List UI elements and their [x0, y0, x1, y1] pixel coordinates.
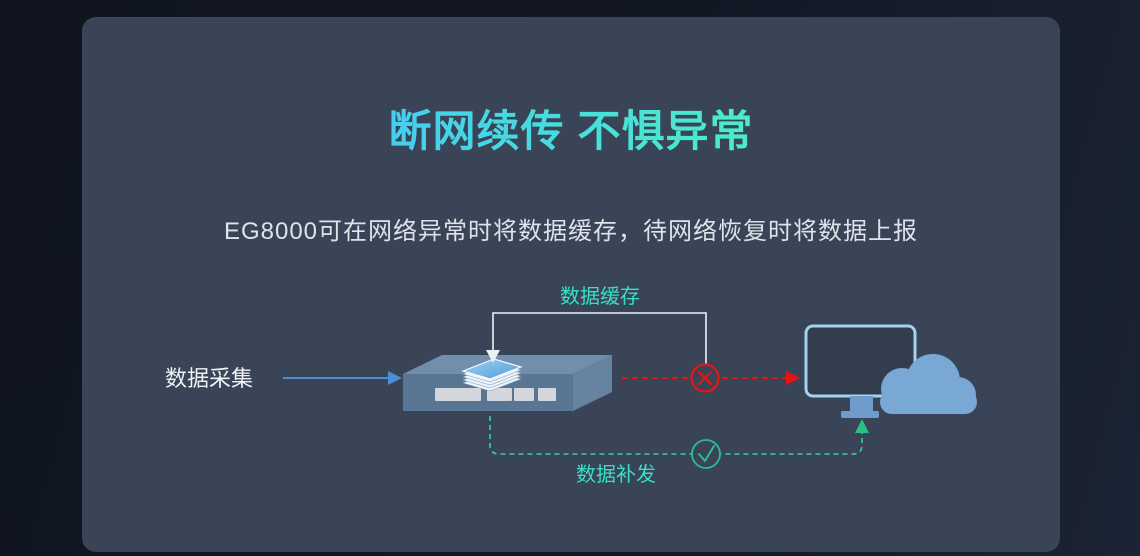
paper-stack-icon: [461, 358, 523, 392]
up-arrow-icon: [855, 419, 869, 433]
data-resend-label: 数据补发: [576, 463, 656, 486]
x-circle-icon: [690, 363, 720, 393]
cache-loop-line: [492, 312, 707, 364]
cloud-icon: [880, 354, 977, 414]
content-panel: [82, 17, 1060, 552]
page-subtitle: EG8000可在网络异常时将数据缓存，待网络恢复时将数据上报: [223, 218, 919, 245]
check-circle-icon: [691, 439, 721, 469]
collect-arrow: [283, 371, 402, 385]
resend-path: [489, 416, 869, 469]
failed-upload-path: [622, 363, 800, 393]
right-arrow-icon: [388, 371, 402, 385]
data-collect-label: 数据采集: [165, 366, 253, 391]
page-title: 断网续传 不惧异常: [82, 104, 1060, 160]
down-arrow-icon: [486, 350, 500, 363]
data-cache-label: 数据缓存: [560, 285, 640, 308]
right-arrow-icon: [786, 371, 800, 385]
